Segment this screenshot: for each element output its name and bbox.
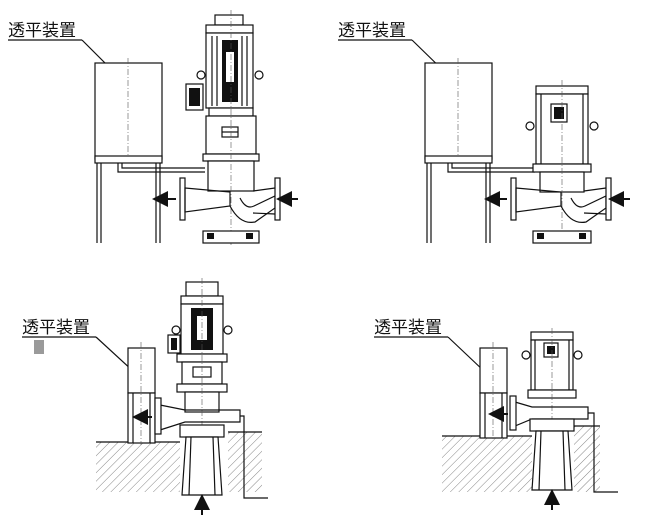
lifting-eye [196, 70, 206, 80]
label-bottom-left: 透平装置 [22, 318, 90, 338]
label-top-left: 透平装置 [8, 21, 76, 41]
suction-bell [531, 430, 573, 491]
unit-top-right: 透平装置 [338, 21, 630, 245]
tank [424, 62, 493, 160]
suction-bell [181, 436, 223, 496]
lifting-eye [254, 70, 264, 80]
lifting-eye [171, 325, 181, 335]
left-flange [510, 177, 517, 221]
label-top-right: 透平装置 [338, 21, 406, 41]
lifting-eye [223, 325, 233, 335]
tank [479, 347, 508, 394]
unit-top-left: 透平装置 [8, 10, 298, 245]
pump-base [202, 230, 260, 244]
lifting-eye [573, 350, 583, 360]
motor-fins [211, 36, 248, 106]
right-flange [274, 177, 281, 221]
ground-hatch [442, 436, 532, 492]
unit-bottom-left: 透平装置 [22, 278, 268, 515]
lifting-eye [525, 121, 535, 131]
level-pipe [588, 412, 618, 493]
lifting-eye [521, 350, 531, 360]
lifting-eye [589, 121, 599, 131]
ground-hatch [96, 442, 180, 492]
tank [127, 347, 156, 394]
gray-mark [34, 340, 44, 354]
tank [94, 62, 163, 160]
level-pipe [240, 415, 268, 499]
unit-bottom-right: 透平装置 [374, 318, 618, 510]
leader-line [447, 336, 486, 373]
left-flange [179, 177, 186, 221]
pump-base [532, 230, 592, 244]
right-flange [605, 177, 612, 221]
motor-fan-cap [214, 14, 244, 26]
label-bottom-right: 透平装置 [374, 318, 442, 338]
